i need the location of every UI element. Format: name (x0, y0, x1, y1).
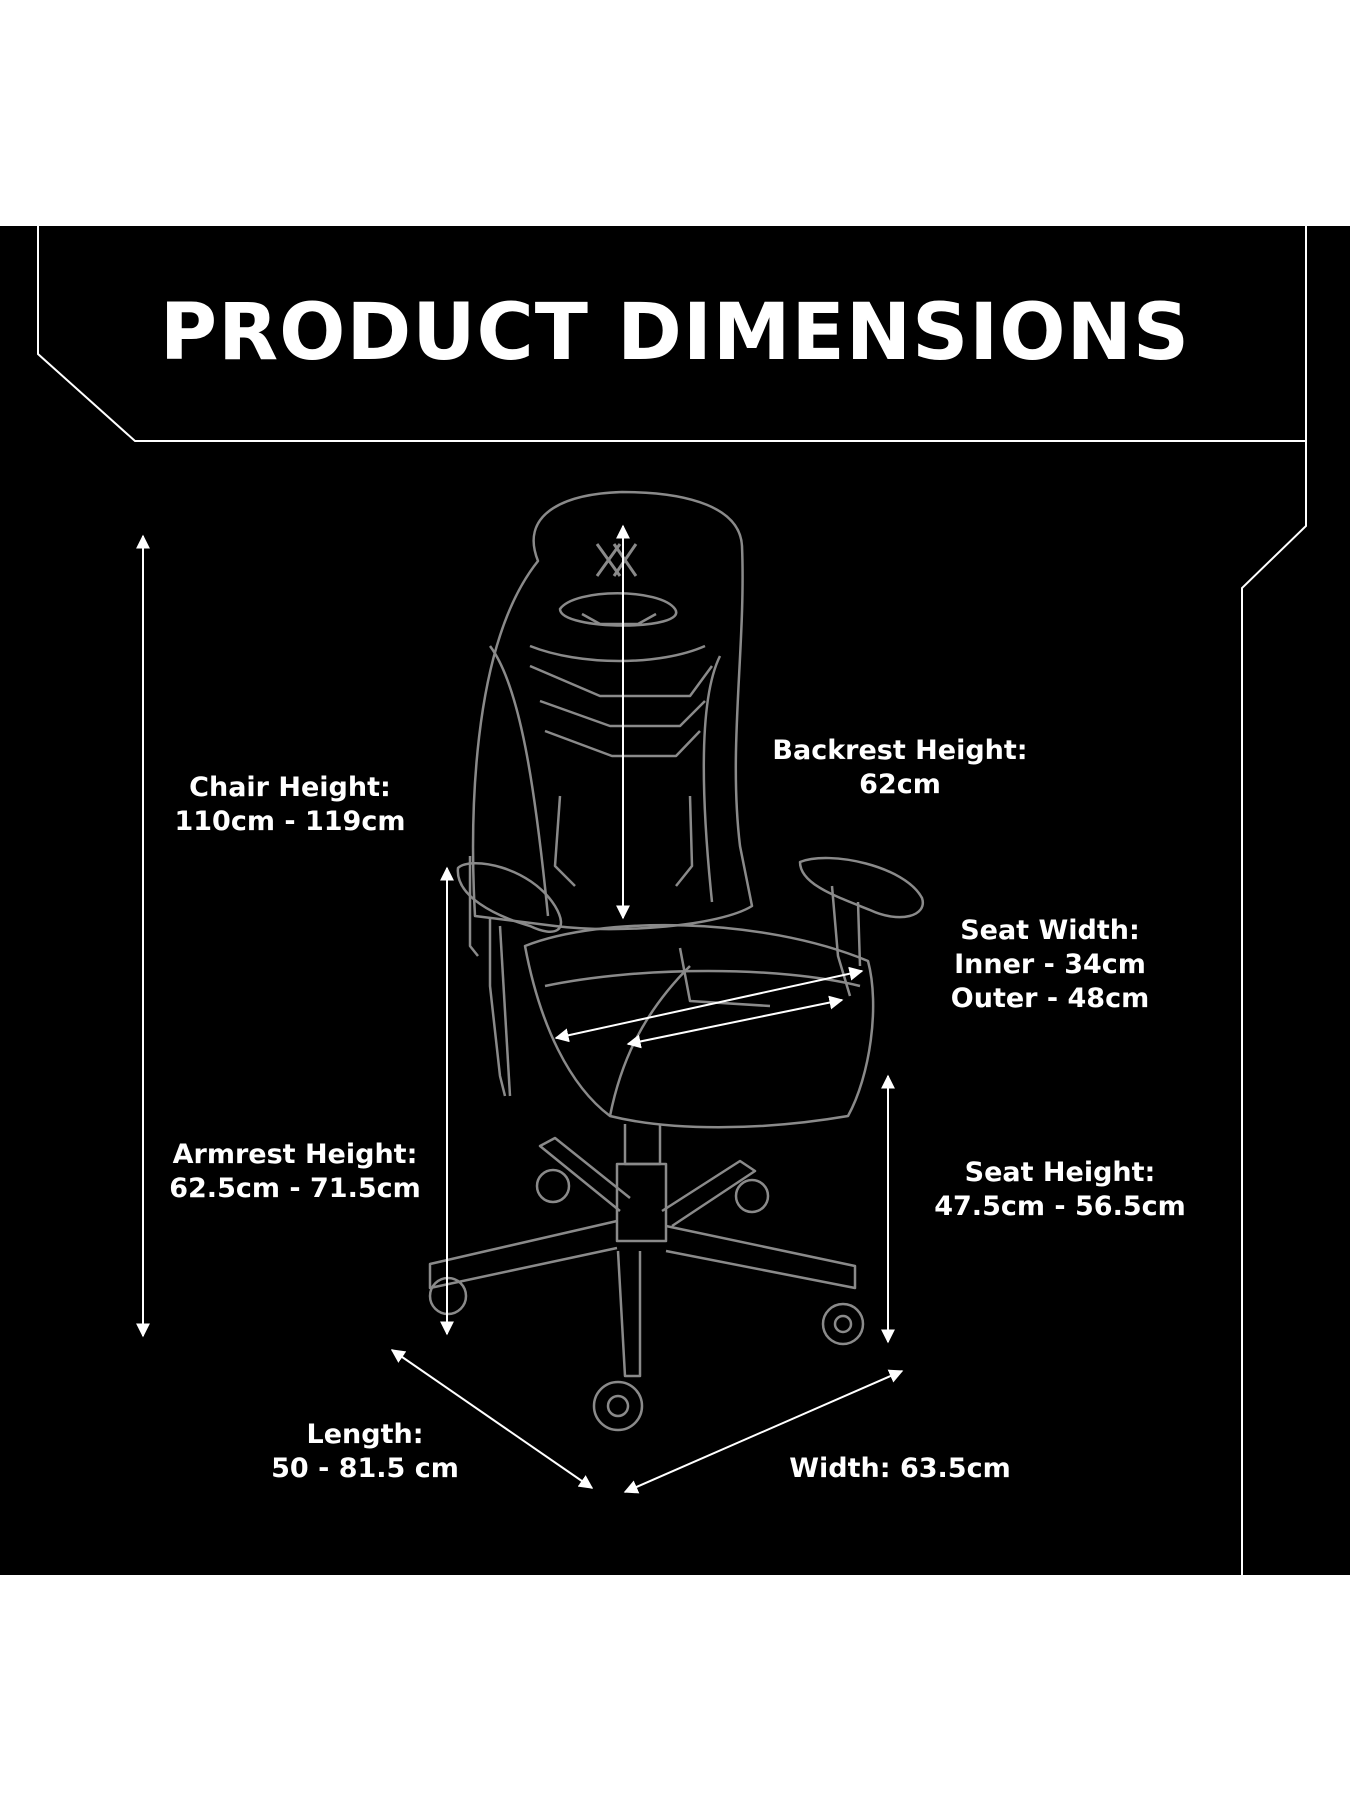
chair-height-name: Chair Height: (189, 772, 391, 803)
seat-height-value: 47.5cm - 56.5cm (934, 1191, 1186, 1222)
seat-width-inner-arrow (626, 995, 844, 1049)
length-arrow (390, 1349, 594, 1489)
seat-width-inner: Inner - 34cm (954, 949, 1146, 980)
chair-outline-icon (428, 490, 925, 1432)
dimensions-panel: PRODUCT DIMENSIONS (0, 226, 1350, 1575)
chair-drawing (136, 490, 925, 1494)
length-label: Length: 50 - 81.5 cm (240, 1418, 490, 1486)
width-label: Width: 63.5cm (770, 1452, 1030, 1486)
seat-height-name: Seat Height: (964, 1157, 1156, 1188)
dimension-arrow-icon (136, 524, 904, 1494)
x-logo-icon (595, 543, 638, 577)
length-name: Length: (306, 1419, 424, 1450)
backrest-height-value: 62cm (859, 769, 941, 800)
chair-height-value: 110cm - 119cm (174, 806, 406, 837)
panel-frame (37, 226, 1307, 1575)
page-title: PRODUCT DIMENSIONS (159, 288, 1191, 378)
seat-width-outer: Outer - 48cm (950, 983, 1150, 1014)
seat-width-name: Seat Width: (960, 915, 1140, 946)
armrest-height-value: 62.5cm - 71.5cm (169, 1173, 421, 1204)
backrest-height-name: Backrest Height: (772, 735, 1028, 766)
armrest-height-name: Armrest Height: (172, 1139, 418, 1170)
width-name: Width: 63.5cm (789, 1453, 1011, 1484)
seat-height-label: Seat Height: 47.5cm - 56.5cm (905, 1156, 1215, 1224)
width-arrow (623, 1369, 904, 1494)
seat-width-label: Seat Width: Inner - 34cm Outer - 48cm (905, 914, 1195, 1016)
chair-height-label: Chair Height: 110cm - 119cm (140, 771, 440, 839)
length-value: 50 - 81.5 cm (271, 1453, 459, 1484)
armrest-height-label: Armrest Height: 62.5cm - 71.5cm (140, 1138, 450, 1206)
backrest-height-label: Backrest Height: 62cm (740, 734, 1060, 802)
